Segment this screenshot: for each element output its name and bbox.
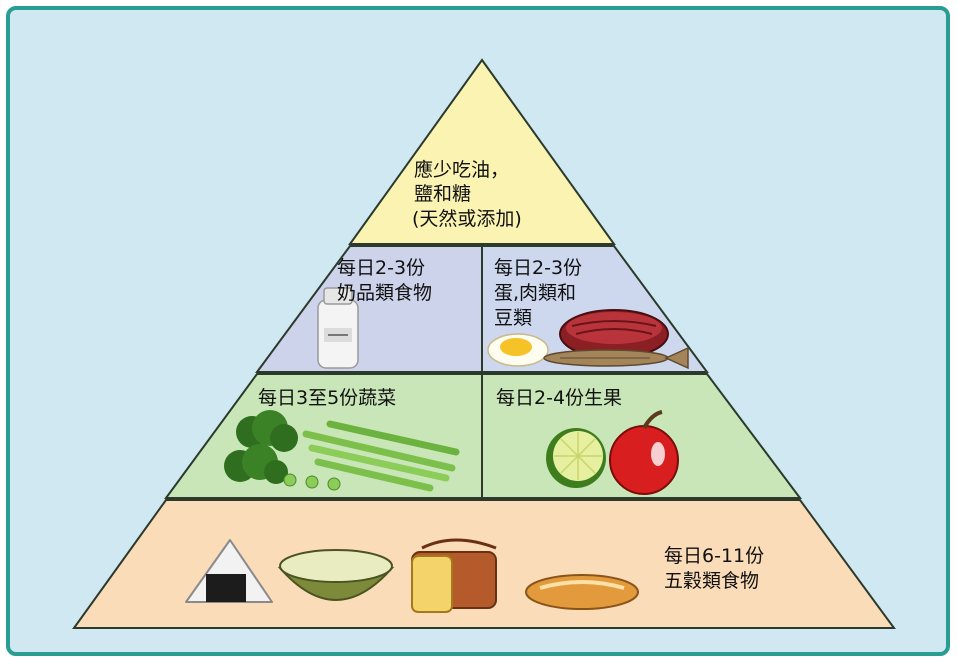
dairy-tier-label: 奶品類食物 — [337, 282, 433, 304]
fried-egg-icon — [487, 333, 549, 367]
porridge-bowl-icon — [277, 549, 395, 601]
protein-tier-serving: 每日2-3份 — [494, 257, 583, 279]
bread-roll-icon — [525, 574, 639, 610]
lime-icon — [546, 428, 606, 488]
fruits-tier-label: 每日2-4份生果 — [496, 387, 623, 409]
dairy-tier-serving: 每日2-3份 — [337, 257, 426, 279]
vegetables-tier-label: 每日3至5份蔬菜 — [258, 387, 397, 409]
tier-top-fats-salt-sugar — [348, 58, 616, 245]
top-tier-text-line2: 鹽和糖 — [414, 183, 472, 205]
top-tier-text-line1: 應少吃油， — [414, 159, 510, 181]
protein-tier-label-line2: 豆類 — [494, 307, 533, 329]
peas-icon — [283, 473, 341, 491]
green-beans-icon — [302, 420, 460, 492]
grains-tier-label: 五穀類食物 — [664, 570, 760, 592]
bread-loaf-icon — [411, 538, 497, 613]
broccoli-icon — [224, 410, 298, 484]
top-tier-text-line3: (天然或添加) — [412, 208, 522, 230]
protein-tier-label-line1: 蛋,肉類和 — [494, 282, 577, 304]
milk-bottle-icon — [317, 287, 359, 369]
fish-icon — [543, 346, 689, 370]
grains-tier-serving: 每日6-11份 — [664, 545, 765, 567]
rice-ball-icon — [185, 539, 273, 603]
apple-icon — [609, 410, 679, 495]
